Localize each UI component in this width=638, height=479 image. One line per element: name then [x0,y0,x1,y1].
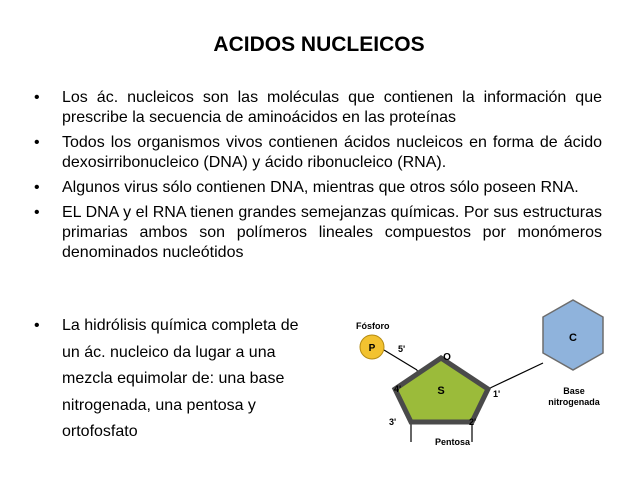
nucleotide-diagram: C S O P Fósforo 5' 4' 1' 3' 2' Base nitr… [356,299,604,447]
bullet-line: mezcla equimolar de: una base [62,370,285,387]
bullet-item: • Algunos virus sólo contienen DNA, mient… [34,178,602,198]
carbon-5-label: 5' [398,344,405,354]
bullet-line: ortofosfato [62,423,138,440]
bullet-text: Algunos virus sólo contienen DNA, mientr… [62,179,579,196]
bullet-dot: • [34,134,40,151]
bullet-line: un ác. nucleico da lugar a una [62,343,276,361]
carbon-3-label: 3' [389,417,396,427]
bullet-item: • Todos los organismos vivos contienen ác… [34,133,602,173]
carbon-2-label: 2' [469,417,476,427]
sugar-symbol: S [437,385,444,397]
glycosidic-bond [487,362,544,390]
bullet-text: Todos los organismos vivos contienen áci… [62,134,602,171]
base-label-line1: Base [563,386,585,396]
bullet-dot: • [34,179,40,196]
page-title: ACIDOS NUCLEICOS [213,33,425,56]
bullet-dot: • [34,317,40,334]
phosphate-symbol: P [369,343,376,354]
bullet-item: • EL DNA y el RNA tienen grandes semejanz… [34,203,602,263]
phosphate-bond [383,349,418,371]
bullet-dot: • [34,89,40,106]
bullet-item: • La hidrólisis química completa de un á… [34,313,344,446]
bullet-text: EL DNA y el RNA tienen grandes semejanza… [62,204,602,261]
phosphate-label: Fósforo [356,321,390,331]
phosphate-circle [359,334,385,360]
bullet-item: • Los ác. nucleicos son las moléculas que… [34,88,602,128]
base-symbol: C [569,332,577,344]
oxygen-symbol: O [443,352,451,363]
lower-bullet-list: • La hidrólisis química completa de un á… [34,313,344,446]
base-hexagon [542,299,604,371]
base-label-line2: nitrogenada [548,397,600,407]
bullet-list: • Los ác. nucleicos son las moléculas que… [34,88,602,268]
sugar-pentagon [391,354,492,425]
carbon-4-label: 4' [394,384,401,394]
pentose-label: Pentosa [435,437,471,447]
carbon-1-label: 1' [493,389,500,399]
bullet-text: Los ác. nucleicos son las moléculas que … [62,89,602,126]
bullet-line: La hidrólisis química completa de [62,317,299,334]
bullet-line: nitrogenada, una pentosa y [62,396,256,414]
bullet-dot: • [34,204,40,221]
